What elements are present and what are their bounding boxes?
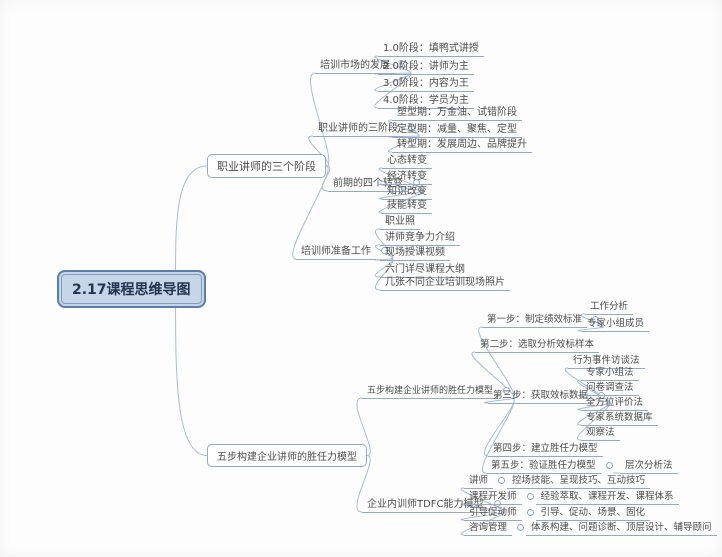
- item-node[interactable]: 讲师竞争力介绍: [380, 227, 460, 246]
- leaf-node[interactable]: 全方位评价法: [581, 393, 649, 411]
- item-node[interactable]: 定型期：减量、聚焦、定型: [392, 119, 522, 138]
- role-label: 讲师: [464, 471, 494, 489]
- topic-label: 培训市场的发展: [315, 55, 395, 74]
- role-row[interactable]: 讲师 控场技能、呈现技巧、互动技巧: [464, 471, 651, 489]
- role-row[interactable]: 课程开发师 经验萃取、课程开发、课程体系: [464, 487, 679, 505]
- collapse-handle-icon[interactable]: [408, 124, 415, 131]
- topic-label: 前期的四个转变: [328, 173, 408, 192]
- role-row[interactable]: 咨询管理 体系构建、问题诊断、顶层设计、辅导顾问: [464, 518, 717, 536]
- leaf-node[interactable]: 观察法: [581, 423, 620, 441]
- topic-label: 职业讲师的三阶段: [313, 118, 403, 137]
- item-node[interactable]: 心态转变: [382, 150, 432, 169]
- leaf-node[interactable]: 问卷调查法: [581, 378, 639, 396]
- collapse-handle-icon[interactable]: [400, 61, 407, 68]
- root-topic[interactable]: 2.17课程思维导图: [57, 270, 206, 308]
- item-node[interactable]: 1.0阶段：填鸭式讲授: [378, 38, 484, 57]
- topic-node[interactable]: 职业讲师的三阶段: [313, 118, 417, 137]
- item-node[interactable]: 职业照: [380, 211, 420, 230]
- item-node[interactable]: 几张不同企业培训现场照片: [380, 272, 510, 291]
- collapse-handle-icon[interactable]: [605, 461, 613, 469]
- role-detail: 经验萃取、课程开发、课程体系: [535, 487, 679, 505]
- item-node[interactable]: 转型期：发展周边、品牌提升: [392, 134, 532, 153]
- leaf-node[interactable]: 层次分析法: [620, 456, 678, 474]
- leaf-node[interactable]: 专家小组成员: [582, 314, 650, 332]
- branch-topic-label: 五步构建企业讲师的胜任力模型: [217, 452, 357, 463]
- item-node[interactable]: 经济转变: [382, 166, 432, 185]
- topic-label: 企业内训师TDFC能力模型: [362, 494, 489, 513]
- item-node[interactable]: 现场授课视频: [380, 242, 450, 261]
- topic-label: 培训师准备工作: [296, 241, 376, 260]
- item-node[interactable]: 3.0阶段：内容为王: [378, 73, 474, 92]
- collapse-handle-icon[interactable]: [503, 387, 511, 394]
- collapse-handle-icon[interactable]: [517, 523, 525, 531]
- topic-node[interactable]: 培训市场的发展: [315, 55, 409, 74]
- item-node[interactable]: 知识改变: [382, 181, 432, 200]
- collapse-handle-icon[interactable]: [493, 500, 501, 507]
- branch-topic-label: 职业讲师的三个阶段: [217, 160, 316, 173]
- topic-node[interactable]: 企业内训师TDFC能力模型: [362, 494, 503, 513]
- role-detail: 引导、促动、场景、固化: [535, 503, 651, 521]
- item-node[interactable]: 塑型期：万金油、试错阶段: [392, 102, 522, 121]
- step-node[interactable]: 第四步：建立胜任力模型: [488, 439, 603, 457]
- step-label: 第五步：验证胜任力模型: [486, 456, 601, 474]
- leaf-node[interactable]: 专家小组法: [581, 363, 639, 381]
- step-label: 第一步：制定绩效标准: [482, 310, 588, 328]
- role-label: 咨询管理: [464, 518, 513, 536]
- role-detail: 控场技能、呈现技巧、互动技巧: [507, 471, 651, 489]
- role-detail: 体系构建、问题诊断、顶层设计、辅导顾问: [526, 518, 717, 536]
- collapse-handle-icon[interactable]: [413, 179, 420, 186]
- collapse-handle-icon[interactable]: [526, 492, 534, 500]
- role-row[interactable]: 引导促动师 引导、促动、场景、固化: [464, 503, 651, 521]
- step-node[interactable]: 第五步：验证胜任力模型: [486, 456, 615, 474]
- step-label: 第三步：获取效标数据: [488, 386, 594, 404]
- item-node[interactable]: 4.0阶段：学员为主: [378, 90, 474, 109]
- branch-topic[interactable]: 职业讲师的三个阶段: [207, 154, 326, 178]
- topic-node[interactable]: 培训师准备工作: [296, 241, 390, 260]
- leaf-node[interactable]: 专家系统数据库: [581, 408, 658, 426]
- collapse-handle-icon[interactable]: [592, 315, 600, 323]
- item-node[interactable]: 2.0阶段：讲师为主: [378, 56, 474, 75]
- item-node[interactable]: 六门详尽课程大纲: [380, 259, 470, 278]
- leaf-node[interactable]: 工作分析: [585, 297, 634, 315]
- topic-node[interactable]: 五步构建企业讲师的胜任力模型: [362, 382, 512, 399]
- leaf-node[interactable]: 行为事件访谈法: [568, 351, 645, 369]
- item-node[interactable]: 技能转变: [382, 195, 432, 214]
- collapse-handle-icon[interactable]: [498, 476, 506, 484]
- branch-topic[interactable]: 五步构建企业讲师的胜任力模型: [207, 444, 367, 467]
- topic-label: 五步构建企业讲师的胜任力模型: [362, 382, 499, 399]
- step-node[interactable]: 第一步：制定绩效标准: [482, 310, 601, 328]
- step-node[interactable]: 第二步：选取分析效标样本: [475, 335, 600, 353]
- collapse-handle-icon[interactable]: [381, 247, 388, 254]
- collapse-handle-icon[interactable]: [526, 508, 534, 516]
- topic-node[interactable]: 前期的四个转变: [328, 173, 422, 192]
- role-label: 课程开发师: [464, 487, 522, 505]
- role-label: 引导促动师: [464, 503, 522, 521]
